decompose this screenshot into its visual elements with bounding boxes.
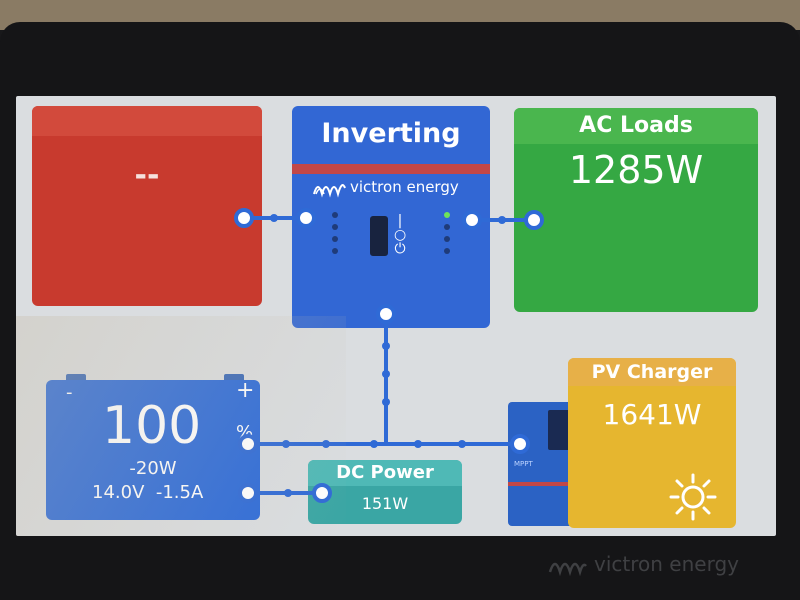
connector-node bbox=[238, 434, 258, 454]
led-indicator bbox=[332, 248, 338, 254]
connector-node bbox=[234, 208, 254, 228]
mppt-device-image: MPPT bbox=[508, 402, 576, 526]
battery-voltage-current: 14.0V -1.5A bbox=[92, 482, 204, 503]
led-indicator-on bbox=[444, 212, 450, 218]
inverter-state: Inverting bbox=[321, 118, 461, 149]
ac-input-header bbox=[32, 106, 262, 136]
victron-wave-icon bbox=[548, 562, 587, 576]
dc-power-title: DC Power bbox=[308, 460, 462, 486]
connector-node bbox=[510, 434, 530, 454]
dc-power-tile[interactable]: DC Power 151W bbox=[308, 460, 462, 524]
inverter-tile[interactable]: Inverting victron energy | ○ ⏻ bbox=[292, 106, 490, 328]
victron-wave-icon bbox=[313, 184, 346, 198]
connector-node bbox=[524, 210, 544, 230]
on-icon: | bbox=[397, 213, 403, 229]
led-column-right bbox=[444, 212, 452, 260]
battery-terminal-plus bbox=[224, 374, 244, 382]
led-indicator bbox=[444, 236, 450, 242]
connector-node bbox=[238, 483, 258, 503]
ac-loads-title: AC Loads bbox=[514, 108, 758, 144]
led-indicator bbox=[332, 224, 338, 230]
ac-input-tile[interactable]: -- bbox=[32, 106, 262, 306]
battery-tile[interactable]: - + 100 % -20W 14.0V -1.5A bbox=[46, 380, 260, 520]
victron-logo: victron energy bbox=[312, 176, 459, 198]
standby-icon: ⏻ bbox=[394, 241, 406, 257]
screen: -- Inverting victron energy | ○ ⏻ bbox=[16, 96, 776, 536]
ac-loads-tile[interactable]: AC Loads 1285W bbox=[514, 108, 758, 312]
connector-node bbox=[296, 208, 316, 228]
battery-minus-sign: - bbox=[66, 382, 73, 403]
dc-power-value: 151W bbox=[361, 494, 409, 513]
led-indicator bbox=[444, 248, 450, 254]
battery-soc: 100 bbox=[102, 396, 202, 456]
pv-charger-tile[interactable]: PV Charger 1641W bbox=[568, 358, 736, 528]
mppt-label: MPPT bbox=[514, 460, 533, 468]
inverter-stripe bbox=[292, 164, 490, 174]
connection-wires bbox=[234, 208, 544, 503]
connector-node bbox=[376, 304, 396, 324]
bezel-brand-text: victron energy bbox=[594, 552, 739, 576]
led-indicator bbox=[332, 212, 338, 218]
pv-charger-value: 1641W bbox=[602, 398, 702, 431]
bezel-logo: victron energy bbox=[548, 552, 739, 576]
ac-loads-value: 1285W bbox=[568, 148, 704, 192]
battery-plus-sign: + bbox=[236, 380, 255, 403]
pv-charger-title: PV Charger bbox=[568, 358, 736, 386]
off-icon: ○ bbox=[394, 227, 407, 243]
battery-power: -20W bbox=[129, 458, 177, 479]
led-indicator bbox=[332, 236, 338, 242]
led-column-left bbox=[332, 212, 340, 260]
connector-node bbox=[462, 210, 482, 230]
connector-node bbox=[312, 483, 332, 503]
led-indicator bbox=[444, 224, 450, 230]
power-switch[interactable] bbox=[370, 216, 388, 256]
ac-input-value: -- bbox=[134, 158, 160, 193]
battery-terminal-minus bbox=[66, 374, 86, 382]
sun-icon bbox=[669, 473, 717, 521]
inverter-brand-text: victron energy bbox=[350, 178, 459, 196]
power-switch-icons: | ○ ⏻ bbox=[394, 214, 406, 256]
mppt-stripe bbox=[508, 482, 576, 486]
